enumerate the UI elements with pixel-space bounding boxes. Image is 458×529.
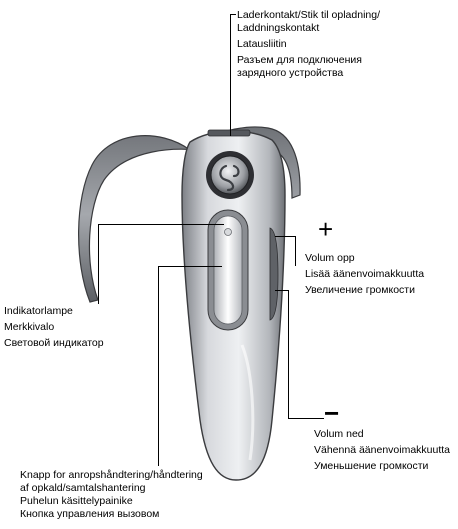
volume-up-symbol: + [318,216,333,242]
connector-label-line-4: Разъем для подключения [237,54,380,67]
connector-label-line-2: Laddningskontakt [237,22,380,35]
call-button-leader-h [158,266,222,267]
indicator-label: Indikatorlampe Merkkivalo Световой индик… [4,305,104,350]
volume-up-label: Volum opp Lisää äänenvoimakkuutta Увелич… [305,252,424,297]
indicator-label-line-3: Световой индикатор [4,337,104,350]
volume-up-label-line-1: Volum opp [305,252,424,265]
charger-connector-port [208,130,250,136]
volume-down-leader-h2 [288,418,324,419]
volume-down-label-line-2: Vähennä äänenvoimakkuutta [314,444,450,457]
call-button-label: Knapp for anropshåndtering/håndtering af… [20,469,203,521]
indicator-leader-v [98,224,99,304]
volume-down-label-line-1: Volum ned [314,428,450,441]
call-button-label-line-3: Puhelun käsittelypainike [20,495,203,508]
volume-down-label-line-3: Уменьшение громкости [314,460,450,473]
connector-leader-v [230,14,231,136]
indicator-label-line-2: Merkkivalo [4,321,104,334]
volume-down-leader-h1 [275,290,288,291]
indicator-leader-h [98,224,224,225]
call-button-leader-v [158,266,159,466]
volume-down-label: Volum ned Vähennä äänenvoimakkuutta Умен… [314,428,450,473]
call-button-label-line-1: Knapp for anropshåndtering/håndtering [20,469,203,482]
volume-down-symbol: − [324,400,339,426]
connector-label: Laderkontakt/Stik til opladning/ Laddnin… [237,9,380,80]
connector-label-line-5: зарядного устройства [237,67,380,80]
volume-up-leader-v [295,236,296,266]
logo-knob [211,156,249,194]
connector-label-line-3: Latausliitin [237,38,380,51]
connector-label-line-1: Laderkontakt/Stik til opladning/ [237,9,380,22]
volume-down-leader-v [288,290,289,418]
volume-up-label-line-2: Lisää äänenvoimakkuutta [305,268,424,281]
volume-up-label-line-3: Увеличение громкости [305,284,424,297]
volume-up-leader-h [275,236,295,237]
call-button-label-line-2: af opkald/samtalshantering [20,482,203,495]
call-button-label-line-4: Кнопка управления вызовом [20,508,203,521]
indicator-light [225,229,232,236]
indicator-label-line-1: Indikatorlampe [4,305,104,318]
